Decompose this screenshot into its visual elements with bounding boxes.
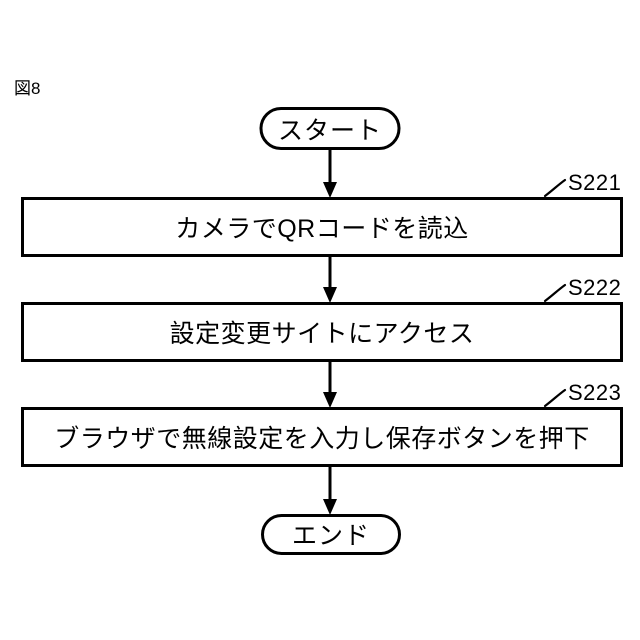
leader-line-icon-s221 [543, 178, 567, 198]
process-box-s223-shape [21, 407, 623, 467]
process-box-s221-shape [21, 197, 623, 257]
step-reference-s223: S223 [568, 380, 622, 405]
step-reference-s221: S221 [568, 170, 622, 195]
down-arrow-icon-s221-to-s222 [323, 255, 337, 303]
process-box-s222-label: 設定変更サイトにアクセス [169, 320, 475, 348]
process-box-s221-label: カメラでQRコードを読込 [175, 215, 469, 243]
leader-line-icon-s222 [543, 283, 567, 303]
end-terminal-label: エンド [291, 522, 370, 550]
process-box-s222-shape [21, 302, 623, 362]
down-arrow-icon-start-to-s221 [323, 149, 337, 198]
leader-line-icon-s223 [543, 388, 567, 408]
process-box-s223-label: ブラウザで無線設定を入力し保存ボタンを押下 [54, 425, 590, 453]
start-terminal-shape [259, 107, 401, 150]
figure-label: 図8 [14, 79, 41, 98]
step-reference-s222: S222 [568, 275, 622, 300]
down-arrow-icon-s223-to-end [323, 465, 337, 515]
start-terminal-label: スタート [277, 116, 382, 145]
down-arrow-icon-s222-to-s223 [323, 360, 337, 408]
end-terminal-shape [261, 514, 401, 555]
